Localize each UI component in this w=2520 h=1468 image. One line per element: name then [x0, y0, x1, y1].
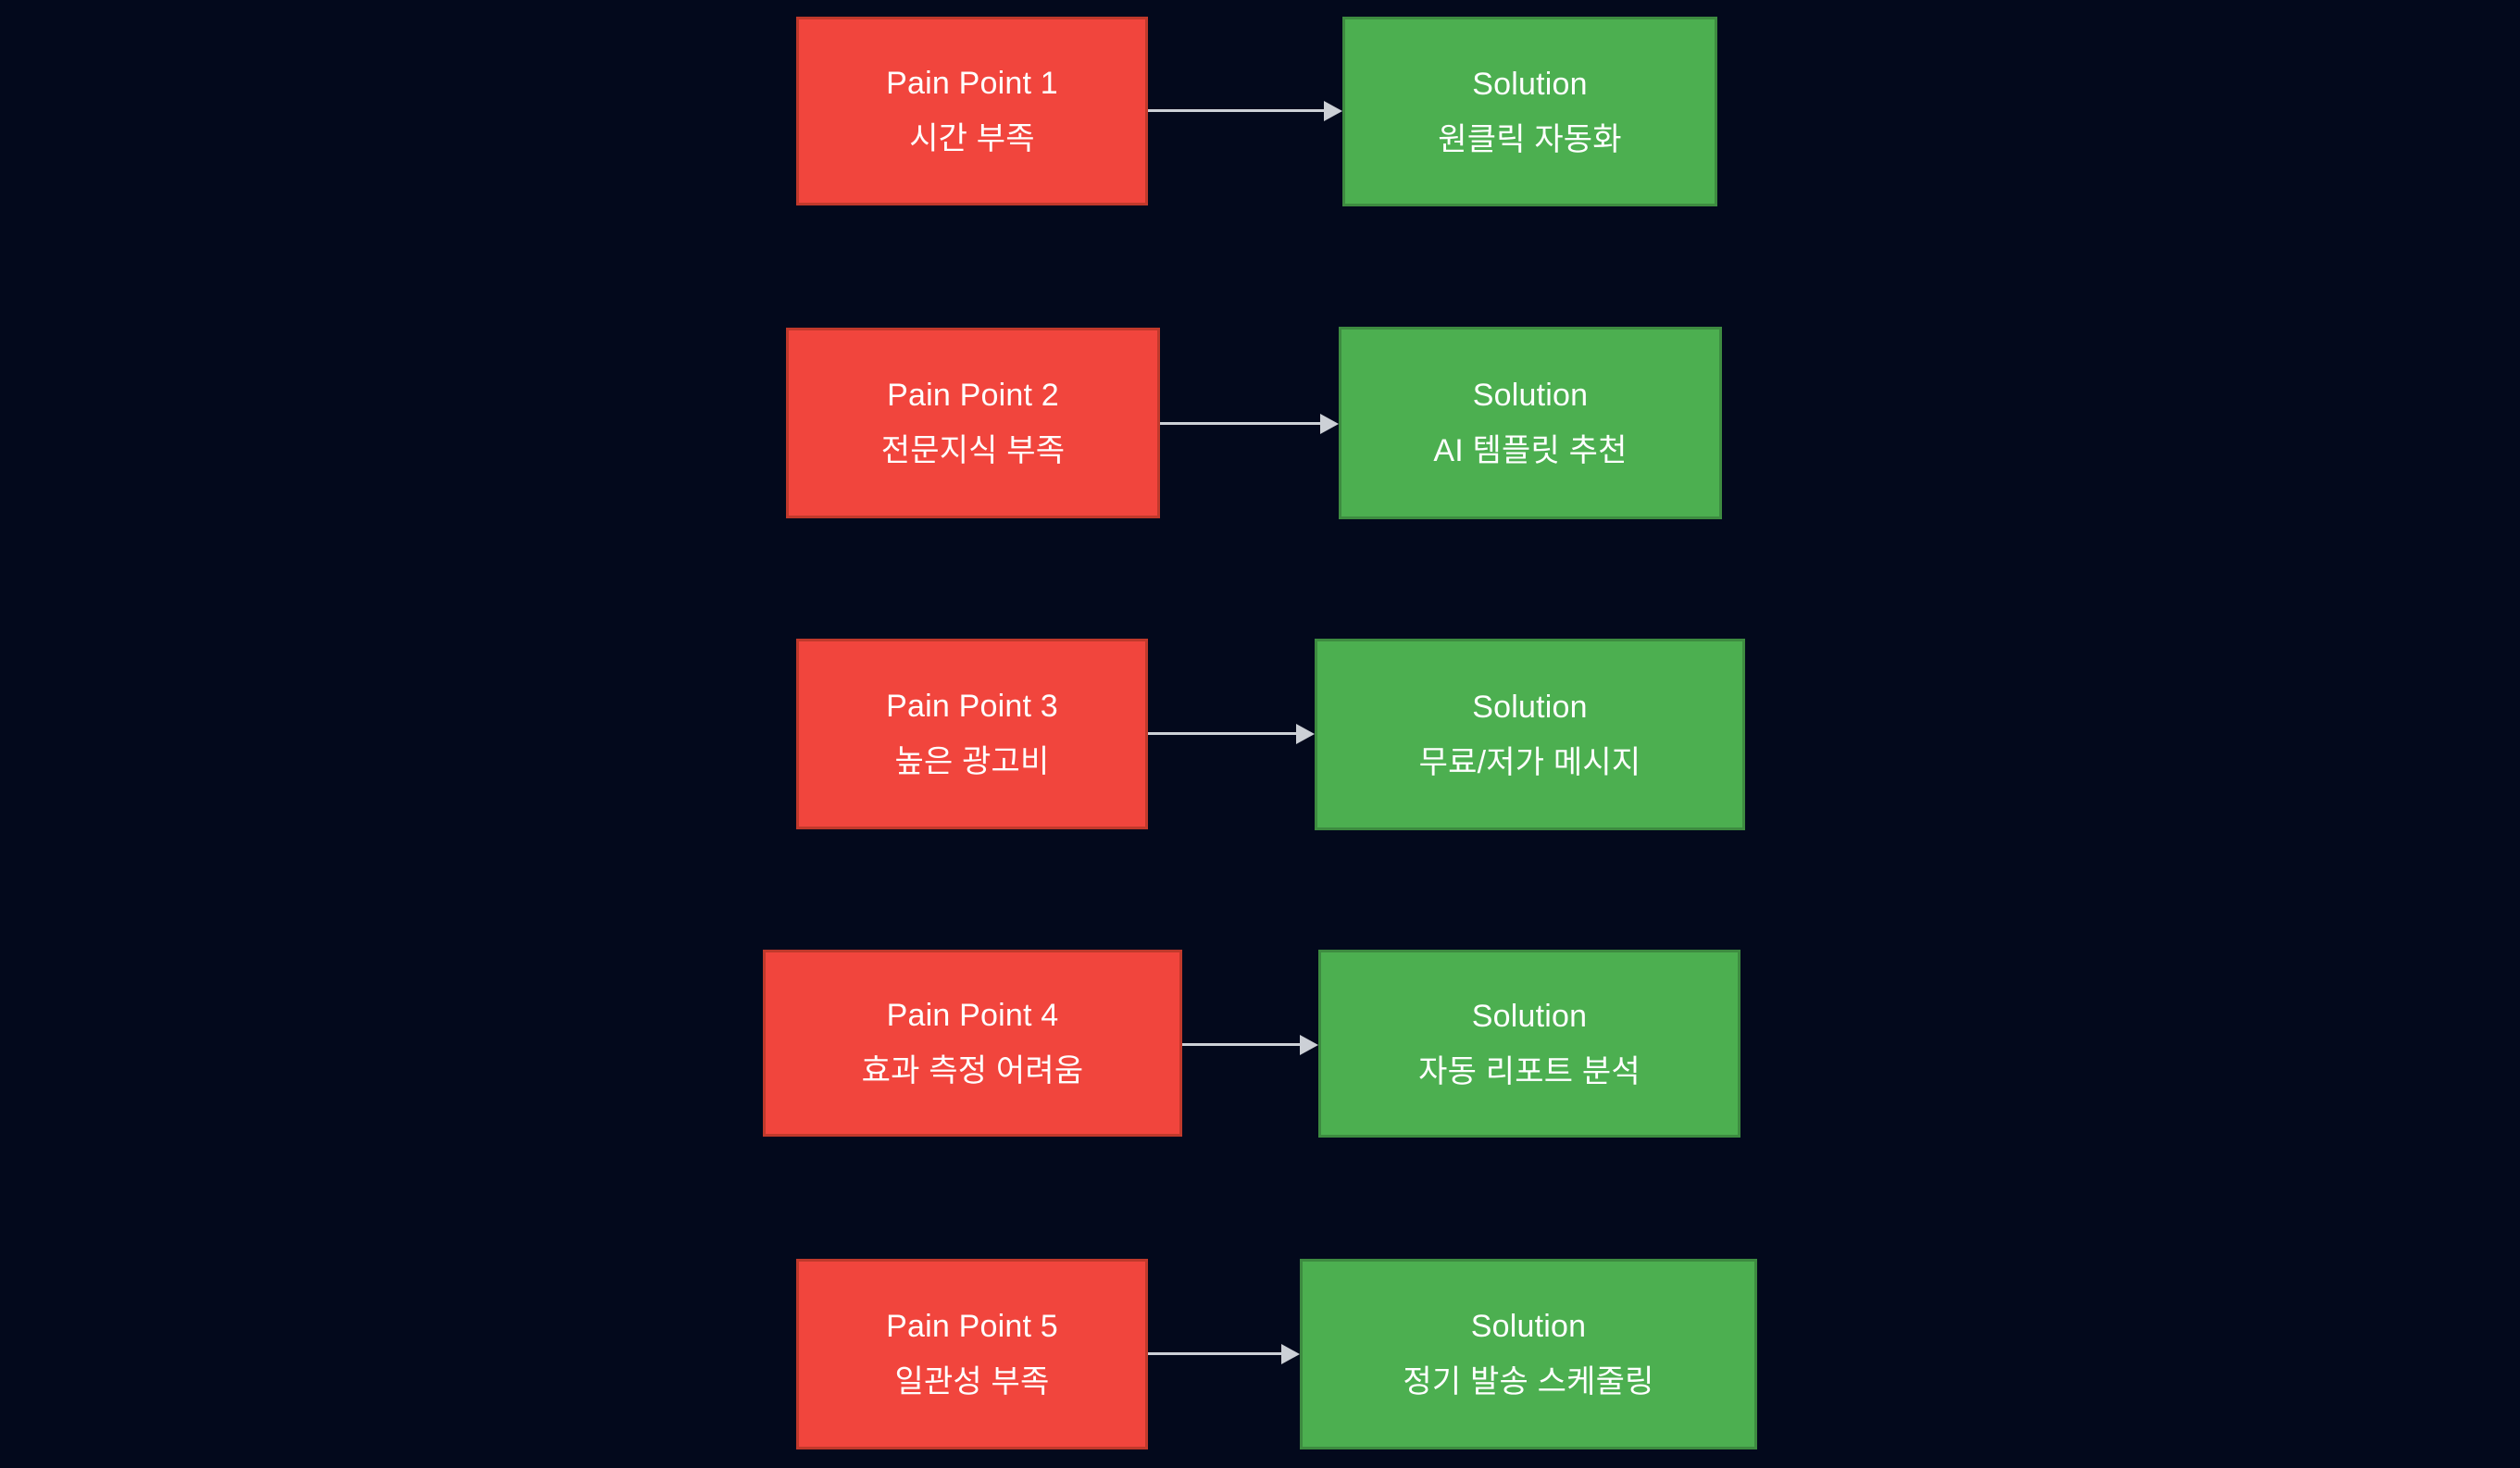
pain-point-detail-4: 효과 측정 어려움: [861, 1053, 1084, 1089]
arrow-shaft-icon: [1148, 732, 1296, 735]
pain-point-node-3[interactable]: Pain Point 3 높은 광고비: [796, 639, 1148, 829]
solution-title-5: Solution: [1470, 1309, 1587, 1344]
pain-point-detail-1: 시간 부족: [909, 121, 1035, 156]
solution-title-2: Solution: [1472, 378, 1589, 413]
pain-point-node-4[interactable]: Pain Point 4 효과 측정 어려움: [763, 950, 1182, 1137]
arrow-head-icon: [1320, 414, 1339, 434]
arrow-head-icon: [1281, 1344, 1300, 1364]
solution-detail-2: AI 템플릿 추천: [1433, 433, 1628, 468]
pain-point-title-2: Pain Point 2: [887, 378, 1059, 413]
pain-point-title-3: Pain Point 3: [886, 689, 1058, 724]
solution-node-2[interactable]: Solution AI 템플릿 추천: [1339, 327, 1722, 519]
pain-point-detail-3: 높은 광고비: [894, 744, 1050, 779]
solution-detail-5: 정기 발송 스케줄링: [1403, 1364, 1654, 1400]
solution-detail-3: 무료/저가 메시지: [1418, 744, 1641, 780]
solution-node-5[interactable]: Solution 정기 발송 스케줄링: [1300, 1259, 1757, 1449]
solution-detail-4: 자동 리포트 분석: [1418, 1053, 1640, 1089]
arrow-shaft-icon: [1148, 109, 1324, 112]
pain-point-title-4: Pain Point 4: [886, 998, 1059, 1033]
solution-detail-1: 원클릭 자동화: [1438, 121, 1622, 157]
arrow-head-icon: [1324, 101, 1342, 121]
arrow-head-icon: [1296, 724, 1315, 744]
solution-title-4: Solution: [1471, 998, 1588, 1034]
solution-title-3: Solution: [1472, 689, 1588, 725]
solution-title-1: Solution: [1472, 66, 1588, 102]
pain-point-node-5[interactable]: Pain Point 5 일관성 부족: [796, 1259, 1148, 1449]
pain-point-title-5: Pain Point 5: [886, 1309, 1058, 1344]
pain-point-detail-2: 전문지식 부족: [880, 433, 1066, 468]
arrow-shaft-icon: [1148, 1352, 1281, 1355]
pain-point-title-1: Pain Point 1: [886, 66, 1058, 101]
solution-node-1[interactable]: Solution 원클릭 자동화: [1342, 17, 1717, 206]
arrow-shaft-icon: [1160, 422, 1320, 425]
solution-node-3[interactable]: Solution 무료/저가 메시지: [1315, 639, 1745, 830]
pain-point-detail-5: 일관성 부족: [894, 1364, 1050, 1400]
solution-node-4[interactable]: Solution 자동 리포트 분석: [1318, 950, 1740, 1138]
pain-point-node-2[interactable]: Pain Point 2 전문지식 부족: [786, 328, 1160, 518]
arrow-shaft-icon: [1182, 1043, 1300, 1046]
arrow-head-icon: [1300, 1035, 1318, 1055]
pain-point-node-1[interactable]: Pain Point 1 시간 부족: [796, 17, 1148, 205]
